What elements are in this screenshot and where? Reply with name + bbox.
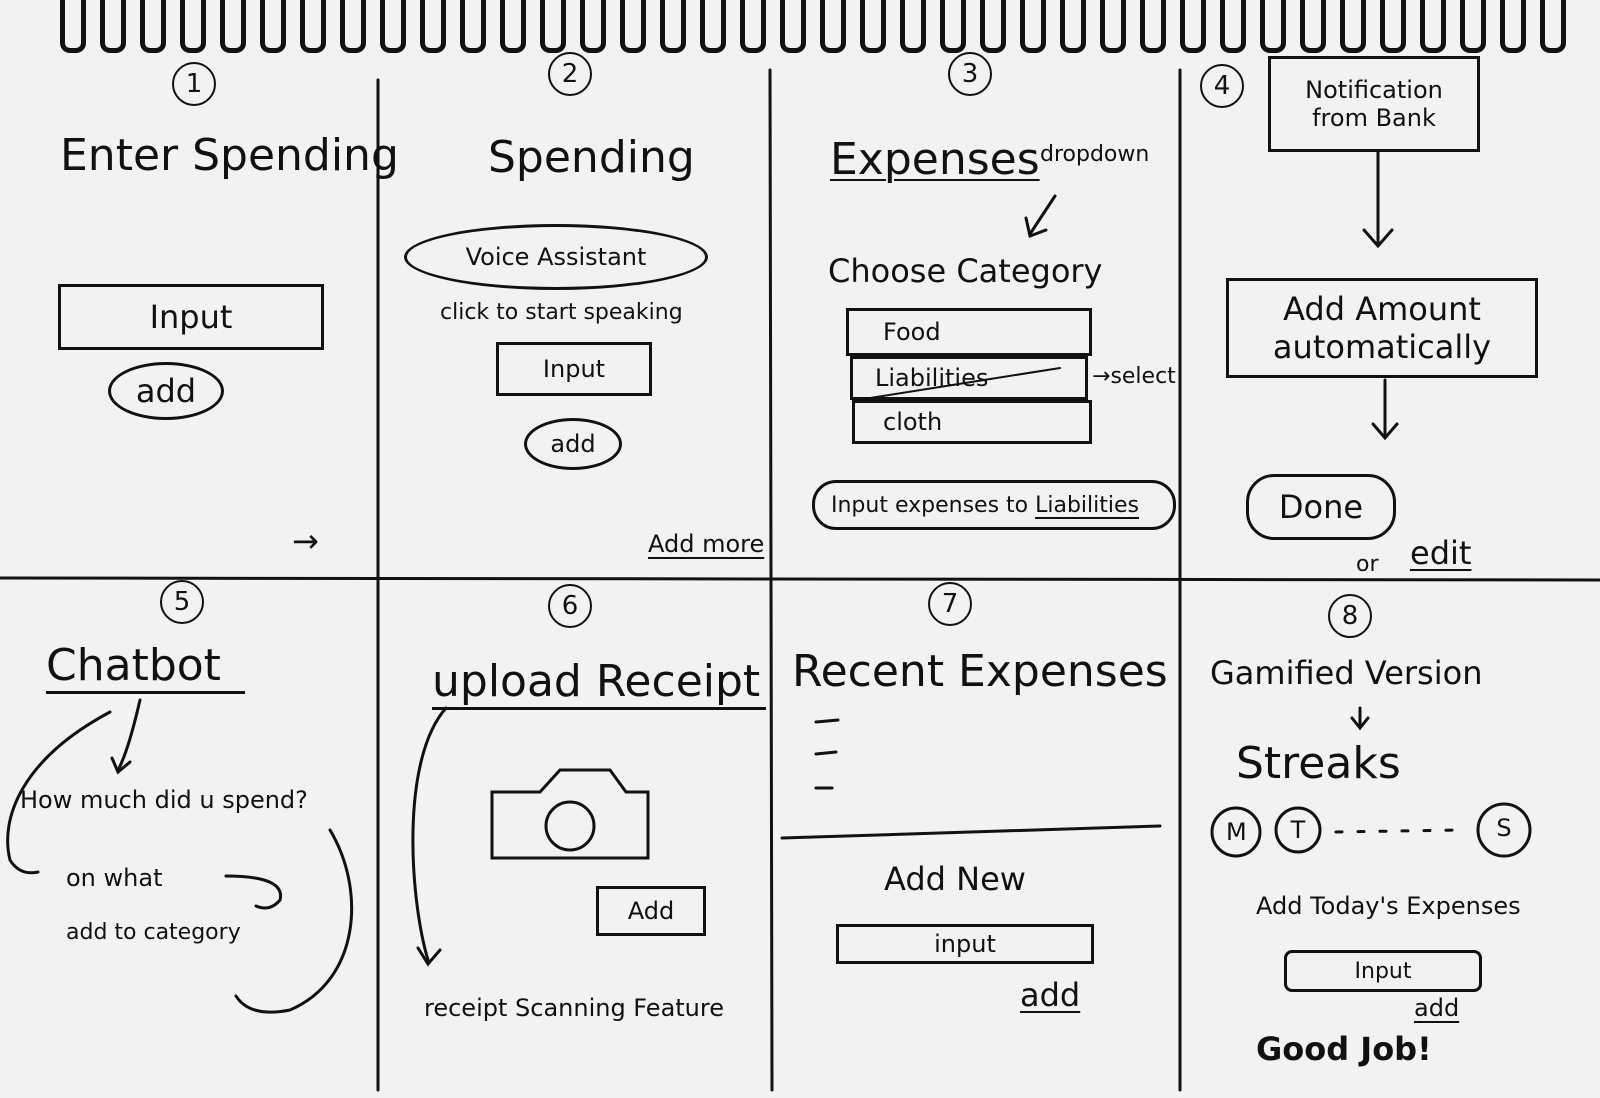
streak-day-t[interactable]: T xyxy=(1290,816,1306,844)
spiral-ring-icon xyxy=(220,0,246,53)
input-expenses-button[interactable]: Input expenses to Liabilities xyxy=(812,480,1176,530)
chatbot-line-on-what: on what xyxy=(66,864,163,892)
spiral-ring-icon xyxy=(1460,0,1486,53)
spiral-ring-icon xyxy=(60,0,86,53)
panel-1-number: 1 xyxy=(172,62,216,106)
panel-5-title[interactable]: Chatbot xyxy=(46,640,245,694)
upload-receipt-title[interactable]: upload Receipt xyxy=(432,656,767,710)
streak-day-s[interactable]: S xyxy=(1496,814,1512,842)
spiral-ring-icon xyxy=(700,0,726,53)
streak-day-t-icon xyxy=(1274,806,1322,854)
panel-1-next-arrow[interactable]: → xyxy=(292,522,319,560)
category-option-cloth[interactable]: cloth xyxy=(852,400,1092,444)
spiral-ring-icon xyxy=(1140,0,1166,53)
spiral-ring-icon xyxy=(1380,0,1406,53)
panel-3-number: 3 xyxy=(948,52,992,96)
panel-7-add-link[interactable]: add xyxy=(1020,976,1081,1014)
spiral-ring-icon xyxy=(660,0,686,53)
edit-link[interactable]: edit xyxy=(1410,534,1472,572)
streaks-label: Streaks xyxy=(1236,738,1401,789)
add-new-label: Add New xyxy=(884,860,1026,898)
category-option-food[interactable]: Food xyxy=(846,308,1092,356)
select-note: →select xyxy=(1092,364,1176,389)
spiral-ring-icon xyxy=(740,0,766,53)
panel-3-title: Expenses xyxy=(830,134,1040,185)
panel-6-number: 6 xyxy=(548,584,592,628)
spiral-ring-icon xyxy=(1180,0,1206,53)
panel-5-number: 5 xyxy=(160,580,204,624)
streak-day-m[interactable]: M xyxy=(1226,818,1247,846)
add-more-link[interactable]: Add more xyxy=(648,530,765,558)
spiral-ring-icon xyxy=(340,0,366,53)
spiral-ring-icon xyxy=(580,0,606,53)
panel-8-input[interactable]: Input xyxy=(1284,950,1482,992)
receipt-add-button[interactable]: Add xyxy=(596,886,706,936)
spiral-ring-icon xyxy=(1220,0,1246,53)
spiral-ring-icon xyxy=(900,0,926,53)
spiral-ring-icon xyxy=(1300,0,1326,53)
spiral-ring-icon xyxy=(1500,0,1526,53)
spiral-ring-icon xyxy=(540,0,566,53)
panel-8-add-link[interactable]: add xyxy=(1414,994,1460,1022)
spiral-ring-icon xyxy=(1260,0,1286,53)
spiral-ring-icon xyxy=(260,0,286,53)
spiral-ring-icon xyxy=(300,0,326,53)
spiral-ring-icon xyxy=(420,0,446,53)
choose-category-label[interactable]: Choose Category xyxy=(828,252,1103,290)
gamified-title: Gamified Version xyxy=(1210,654,1483,692)
receipt-scanning-note: receipt Scanning Feature xyxy=(424,994,724,1022)
spiral-ring-icon xyxy=(1540,0,1566,53)
add-today-prompt: Add Today's Expenses xyxy=(1256,892,1521,920)
spiral-ring-icon xyxy=(1100,0,1126,53)
done-button[interactable]: Done xyxy=(1246,474,1396,540)
spiral-ring-icon xyxy=(1020,0,1046,53)
spiral-ring-icon xyxy=(140,0,166,53)
panel-1-add-button[interactable]: add xyxy=(108,362,224,420)
panel-1-input[interactable]: Input xyxy=(58,284,324,350)
panel-7-input[interactable]: input xyxy=(836,924,1094,964)
divider-h xyxy=(0,576,1600,582)
spiral-ring-icon xyxy=(460,0,486,53)
bank-notification-box[interactable]: Notification from Bank xyxy=(1268,56,1480,152)
recent-expenses-title: Recent Expenses xyxy=(792,646,1168,697)
good-job-message: Good Job! xyxy=(1256,1030,1432,1068)
voice-assistant-button[interactable]: Voice Assistant xyxy=(404,224,708,290)
spiral-ring-icon xyxy=(860,0,886,53)
panel-2-title: Spending xyxy=(488,132,695,183)
panel-2-add-button[interactable]: add xyxy=(524,418,622,470)
spiral-ring-icon xyxy=(1420,0,1446,53)
spiral-ring-icon xyxy=(1340,0,1366,53)
spiral-ring-icon xyxy=(820,0,846,53)
spiral-ring-icon xyxy=(500,0,526,53)
spiral-ring-icon xyxy=(1060,0,1086,53)
panel-2-input[interactable]: Input xyxy=(496,342,652,396)
spiral-ring-icon xyxy=(100,0,126,53)
streak-day-m-icon xyxy=(1210,806,1262,858)
panel-4-number: 4 xyxy=(1200,64,1244,108)
category-option-liabilities[interactable]: Liabilities xyxy=(850,356,1088,400)
chatbot-question: How much did u spend? xyxy=(20,786,308,814)
chatbot-line-add-category: add to category xyxy=(66,920,241,945)
dropdown-arrow xyxy=(1028,194,1057,236)
panel-8-number: 8 xyxy=(1328,594,1372,638)
auto-add-amount-box: Add Amount automatically xyxy=(1226,278,1538,378)
voice-hint: click to start speaking xyxy=(440,300,683,325)
spiral-ring-icon xyxy=(980,0,1006,53)
spiral-ring-icon xyxy=(380,0,406,53)
spiral-ring-icon xyxy=(620,0,646,53)
spiral-ring-icon xyxy=(940,0,966,53)
spiral-ring-icon xyxy=(780,0,806,53)
dropdown-note: dropdown xyxy=(1040,142,1150,167)
panel-2-number: 2 xyxy=(548,52,592,96)
panel-1-title: Enter Spending xyxy=(60,130,399,181)
streak-day-s-icon xyxy=(1476,802,1532,858)
spiral-ring-icon xyxy=(180,0,206,53)
camera-icon xyxy=(490,768,650,860)
panel-7-number: 7 xyxy=(928,582,972,626)
or-label: or xyxy=(1356,552,1379,577)
